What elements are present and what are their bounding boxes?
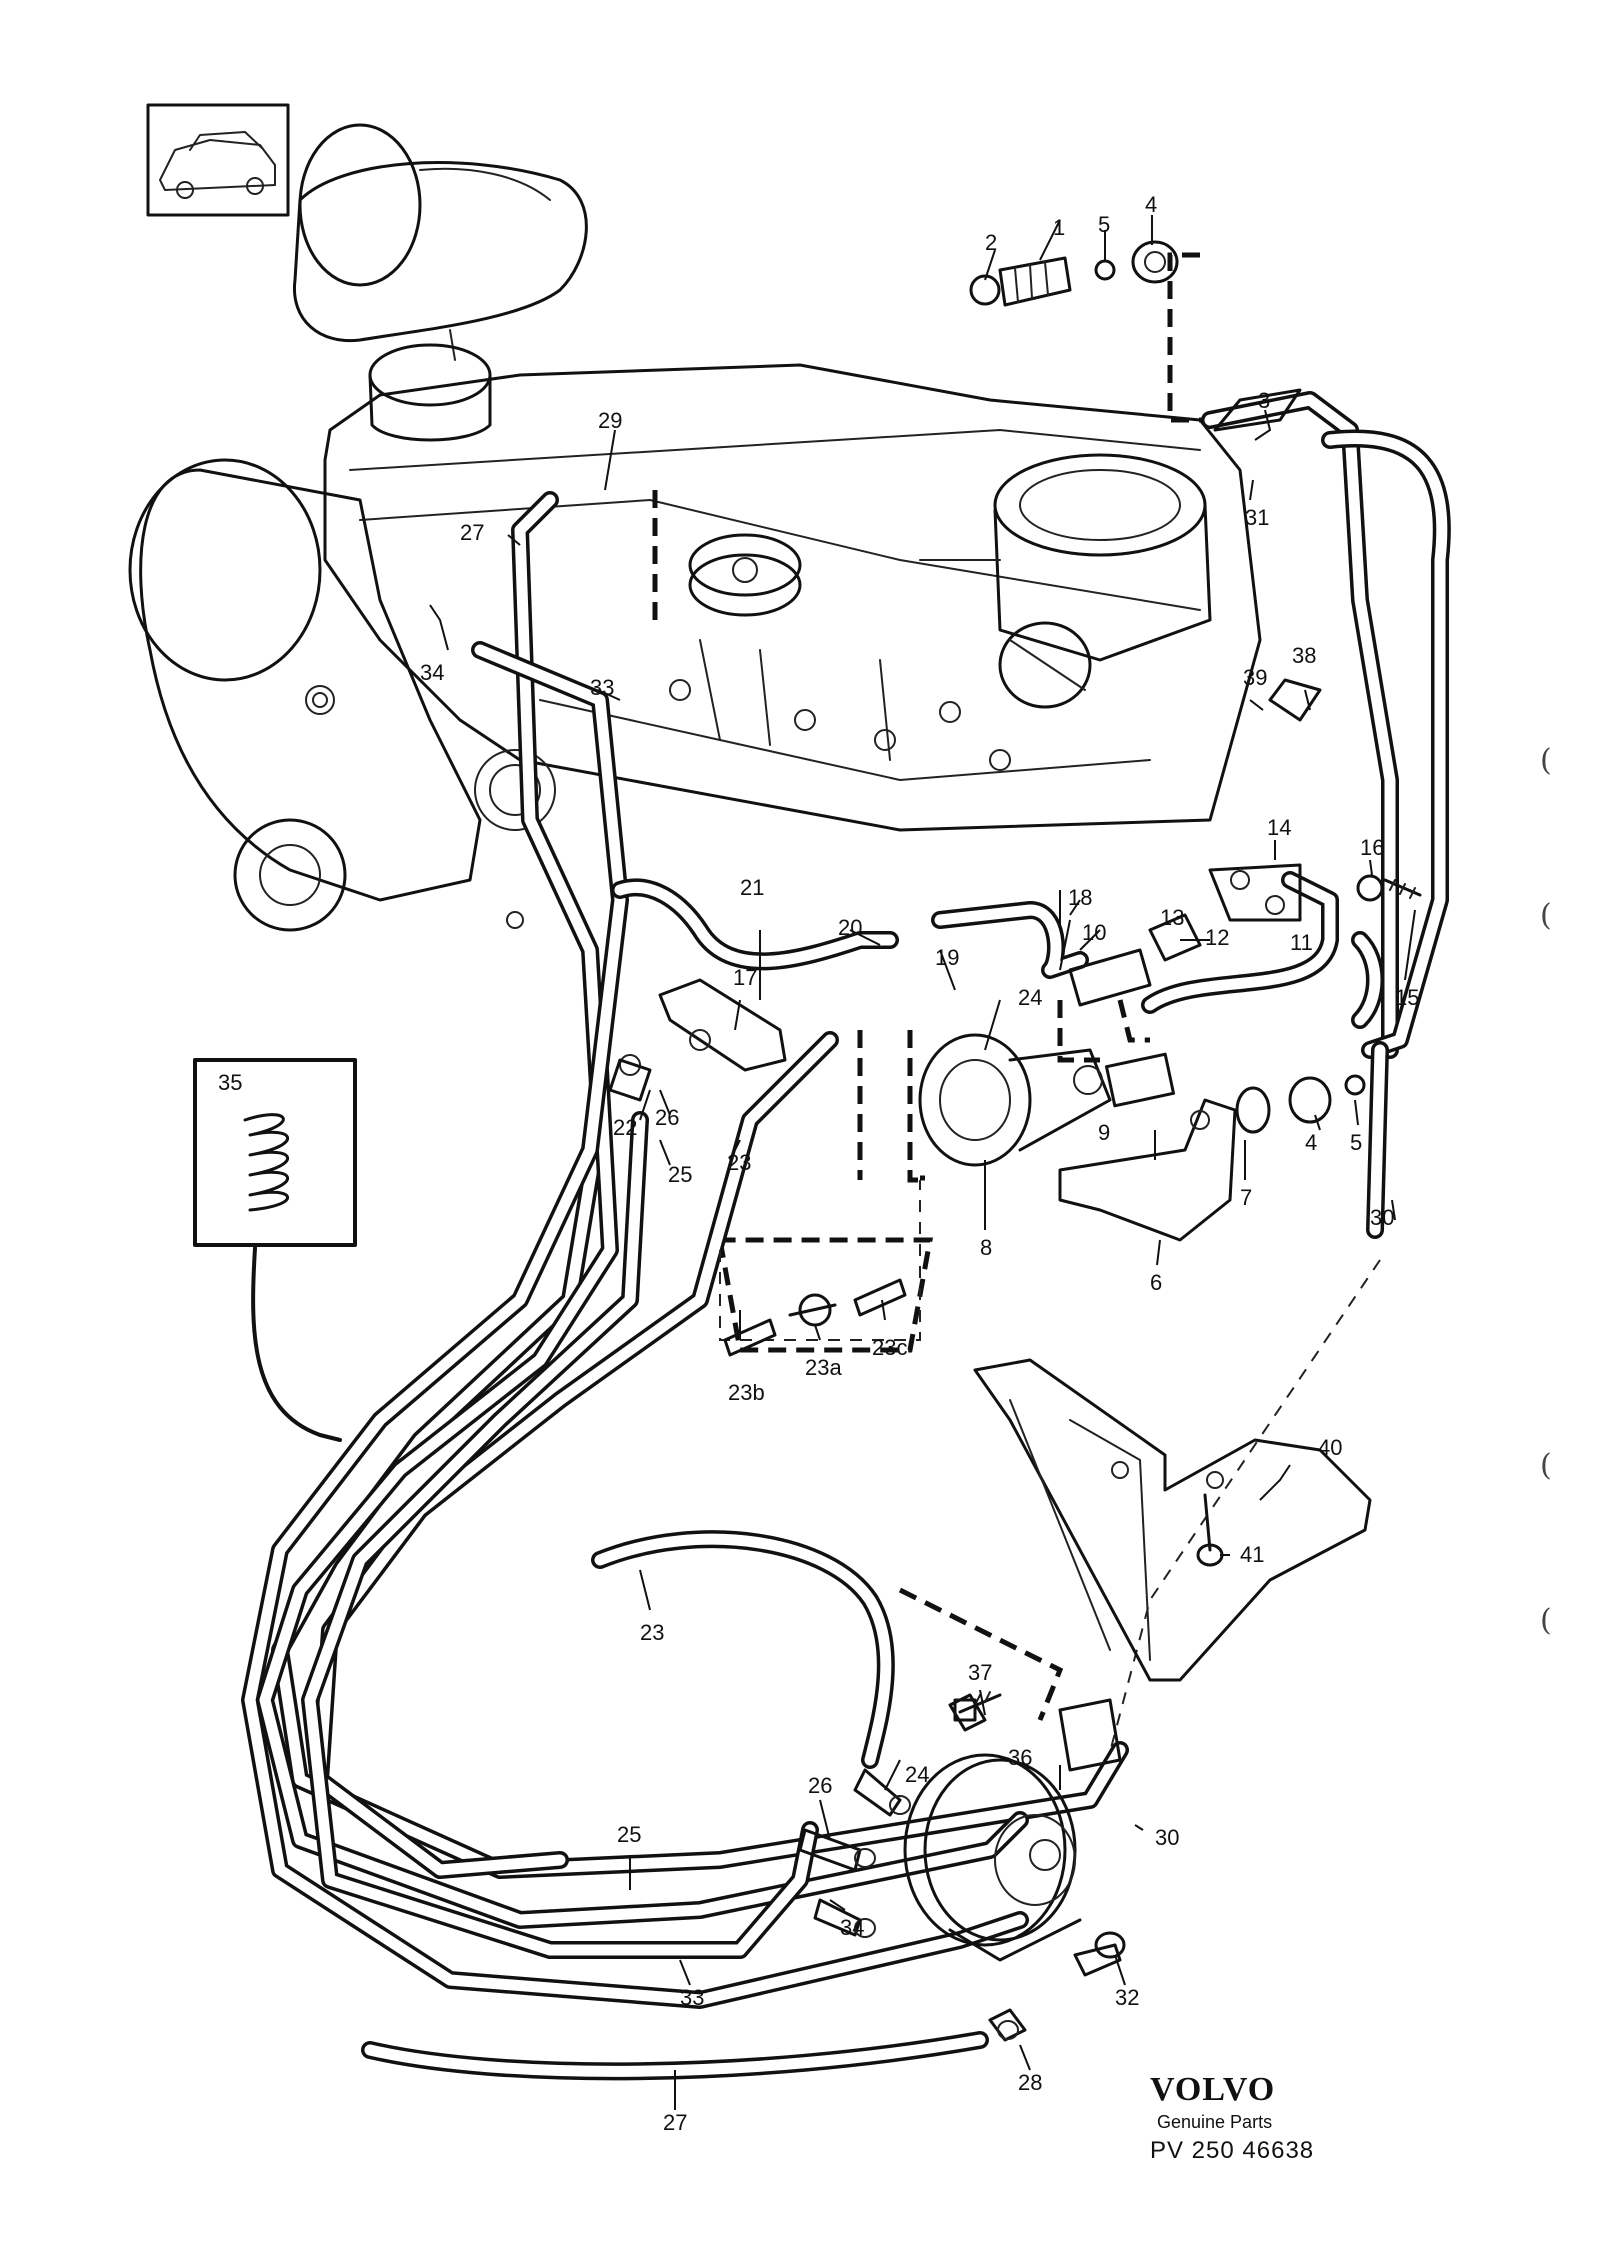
callout-15: 15 — [1395, 985, 1419, 1010]
callout-23b: 23b — [728, 1380, 765, 1405]
callout-14: 14 — [1267, 815, 1291, 840]
callout-20: 20 — [838, 915, 862, 940]
svg-text:(: ( — [1540, 1603, 1552, 1638]
callout-5: 5 — [1350, 1130, 1362, 1155]
callout-23: 23 — [640, 1620, 664, 1645]
callout-30: 30 — [1370, 1205, 1394, 1230]
callout-25: 25 — [617, 1822, 641, 1847]
callout-25: 25 — [668, 1162, 692, 1187]
callout-19: 19 — [935, 945, 959, 970]
callout-7: 7 — [1240, 1185, 1252, 1210]
callout-30: 30 — [1155, 1825, 1179, 1850]
callout-23c: 23c — [872, 1335, 907, 1360]
vacuum-hoses — [241, 391, 1451, 2081]
svg-text:(: ( — [1540, 1448, 1552, 1483]
callout-6: 6 — [1150, 1270, 1162, 1295]
part-number: PV 250 46638 — [1150, 2137, 1314, 2164]
hose-segment-detail — [719, 1180, 921, 1357]
assembly-guide-lines — [652, 252, 1381, 1791]
fitting-parts-top — [969, 240, 1322, 722]
callout-13: 13 — [1160, 905, 1184, 930]
brand-logo: VOLVO — [1150, 2071, 1275, 2108]
callout-40: 40 — [1318, 1435, 1342, 1460]
callout-2: 2 — [985, 230, 997, 255]
callout-24: 24 — [1018, 985, 1042, 1010]
callout-32: 32 — [1115, 1985, 1139, 2010]
callout-27: 27 — [460, 520, 484, 545]
callout-11: 11 — [1290, 930, 1313, 955]
callout-26: 26 — [808, 1773, 832, 1798]
bracket-40 — [973, 1358, 1372, 1682]
callout-5: 5 — [1098, 212, 1110, 237]
callout-34: 34 — [840, 1915, 864, 1940]
callout-10: 10 — [1082, 920, 1106, 945]
callout-21: 21 — [740, 875, 764, 900]
t-fitting-17 — [608, 978, 787, 1102]
oil-filler-cap — [368, 343, 492, 442]
engine-block — [128, 363, 1262, 932]
callout-17: 17 — [733, 965, 757, 990]
callout-1: 1 — [1053, 215, 1065, 240]
bottom-fittings — [798, 1768, 1122, 2042]
callout-34: 34 — [420, 660, 444, 685]
callout-38: 38 — [1292, 643, 1316, 668]
air-intake-duct — [292, 123, 588, 361]
callout-27: 27 — [663, 2110, 687, 2135]
callout-39: 39 — [1243, 665, 1267, 690]
callout-29: 29 — [598, 408, 622, 433]
flange-14 — [1208, 863, 1422, 922]
leader-lines — [429, 215, 1416, 2110]
egr-valve — [918, 913, 1202, 1167]
callout-24: 24 — [905, 1762, 929, 1787]
bracket-6 — [1058, 1074, 1366, 1242]
margin-marks: ( ( ( ( — [1540, 743, 1552, 1638]
vacuum-unit-36 — [903, 1693, 1126, 1962]
callout-4: 4 — [1145, 192, 1157, 217]
screw-37 — [953, 1691, 1002, 1722]
callout-35: 35 — [218, 1070, 242, 1095]
callout-23a: 23a — [805, 1355, 842, 1380]
callout-36: 36 — [1008, 1745, 1032, 1770]
callout-16: 16 — [1360, 835, 1384, 860]
callout-33: 33 — [680, 1985, 704, 2010]
callout-4: 4 — [1305, 1130, 1317, 1155]
svg-text:(: ( — [1540, 743, 1552, 778]
callout-31: 31 — [1245, 505, 1269, 530]
callout-9: 9 — [1098, 1120, 1110, 1145]
svg-text:(: ( — [1540, 898, 1552, 933]
callout-12: 12 — [1205, 925, 1229, 950]
callout-28: 28 — [1018, 2070, 1042, 2095]
callout-33: 33 — [590, 675, 614, 700]
callout-22: 22 — [613, 1115, 637, 1140]
callout-18: 18 — [1068, 885, 1092, 910]
callout-37: 37 — [968, 1660, 992, 1685]
callout-26: 26 — [655, 1105, 679, 1130]
brand-subtitle: Genuine Parts — [1157, 2112, 1272, 2132]
callout-3: 3 — [1258, 388, 1270, 413]
vehicle-thumbnail — [146, 103, 290, 217]
brand-block: VOLVO Genuine Parts PV 250 46638 — [1150, 2071, 1314, 2164]
callout-labels: 1 2 3 4 4 5 5 6 7 8 9 10 11 12 13 14 15 … — [218, 192, 1419, 2135]
callout-8: 8 — [980, 1235, 992, 1260]
callout-41: 41 — [1240, 1542, 1264, 1567]
callout-23: 23 — [727, 1150, 751, 1175]
spring-detail-box — [193, 1058, 357, 1442]
